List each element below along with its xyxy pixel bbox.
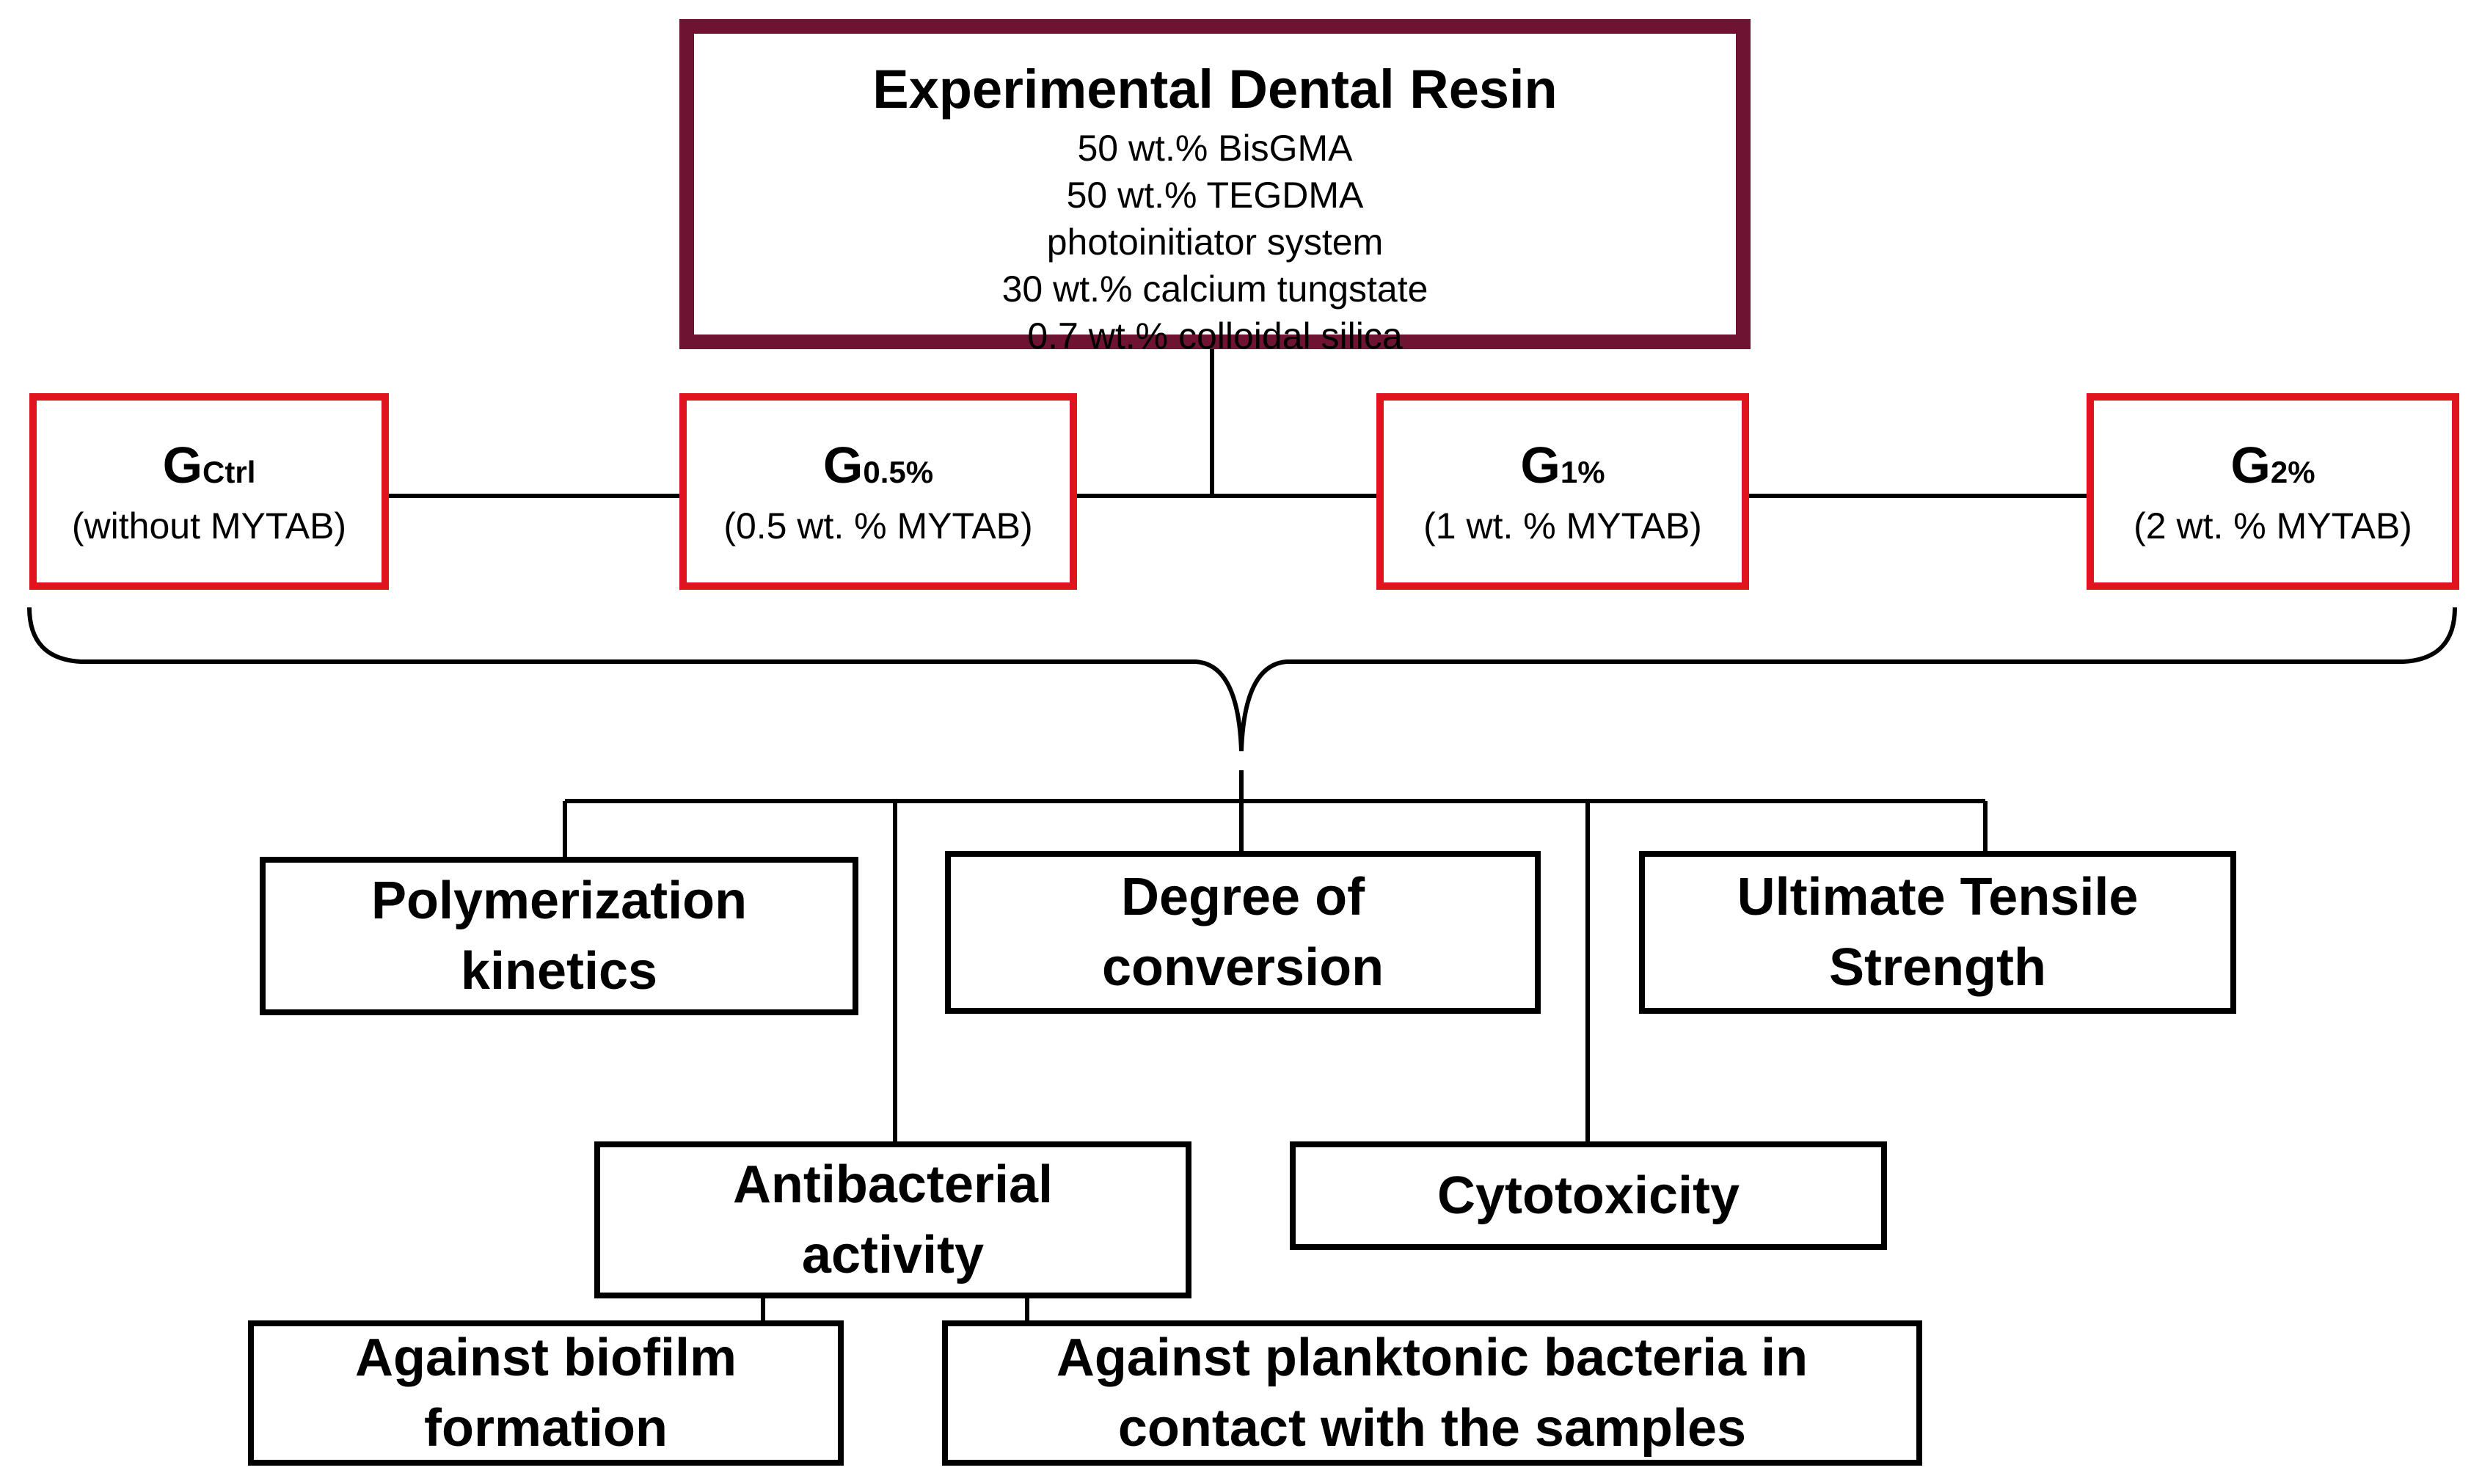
group-description: (0.5 wt. % MYTAB) xyxy=(723,505,1033,547)
ultimate-tensile-strength-box: Ultimate Tensile Strength xyxy=(1639,851,2236,1014)
group-label: G2% xyxy=(2230,436,2315,494)
resin-component: 50 wt.% TEGDMA xyxy=(1066,175,1364,216)
group-box-ctrl: GCtrl (without MYTAB) xyxy=(29,393,389,590)
group-label: GCtrl xyxy=(162,436,256,494)
group-label: G1% xyxy=(1520,436,1605,494)
group-brace xyxy=(27,607,2457,752)
polymerization-kinetics-box: Polymerization kinetics xyxy=(260,857,858,1015)
group-box-2: G2% (2 wt. % MYTAB) xyxy=(2087,393,2459,590)
antibacterial-activity-box: Antibacterial activity xyxy=(594,1141,1191,1298)
resin-component: 50 wt.% BisGMA xyxy=(1077,128,1353,169)
group-description: (without MYTAB) xyxy=(71,505,347,547)
group-label: G0.5% xyxy=(822,436,934,494)
group-box-1: G1% (1 wt. % MYTAB) xyxy=(1376,393,1749,590)
cytotoxicity-box: Cytotoxicity xyxy=(1290,1141,1887,1250)
group-description: (1 wt. % MYTAB) xyxy=(1423,505,1702,547)
against-planktonic-bacteria-box: Against planktonic bacteria in contact w… xyxy=(942,1320,1922,1466)
group-description: (2 wt. % MYTAB) xyxy=(2134,505,2412,547)
resin-title: Experimental Dental Resin xyxy=(872,59,1558,120)
resin-component: 30 wt.% calcium tungstate xyxy=(1001,268,1428,310)
resin-component: photoinitiator system xyxy=(1046,222,1384,263)
against-biofilm-formation-box: Against biofilm formation xyxy=(248,1320,844,1466)
experimental-resin-box: Experimental Dental Resin 50 wt.% BisGMA… xyxy=(679,19,1751,357)
group-box-0-5: G0.5% (0.5 wt. % MYTAB) xyxy=(679,393,1077,590)
degree-of-conversion-box: Degree of conversion xyxy=(945,851,1541,1014)
resin-component: 0.7 wt.% colloidal silica xyxy=(1027,315,1403,357)
